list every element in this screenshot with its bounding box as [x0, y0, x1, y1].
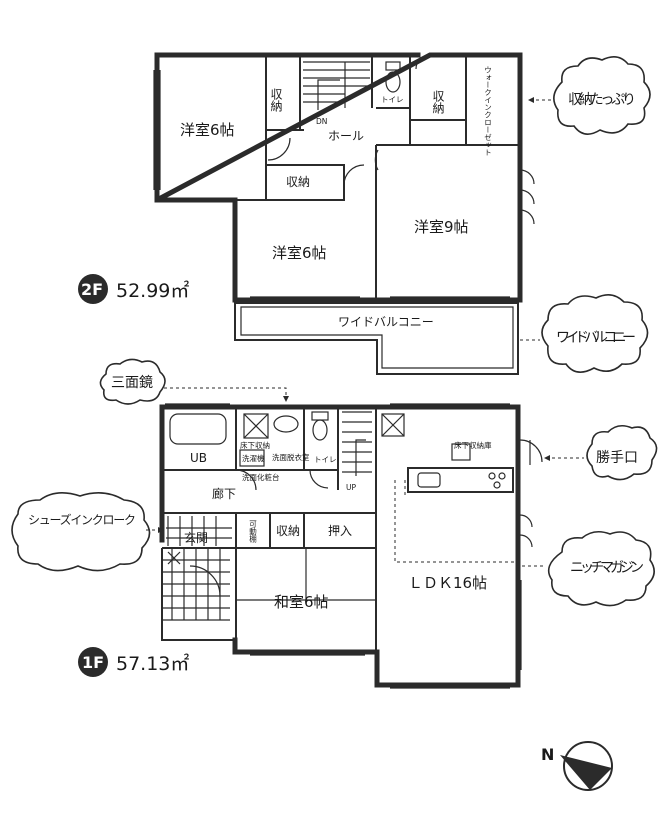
compass: N [541, 741, 613, 791]
washer-label: 洗濯機 [242, 453, 265, 463]
callout-three-mirror: 三面鏡 [99, 358, 289, 405]
svg-text:ニッチマガジン: ニッチマガジン [570, 560, 644, 576]
balcony-label: ワイドバルコニー [338, 315, 434, 329]
room-western-left-2f: 洋室6帖 [180, 121, 235, 139]
ub-label: UB [190, 451, 207, 465]
floor-2-plan [153, 52, 535, 375]
underfloor-storage-label-1: 床下収納庫 [454, 440, 492, 450]
sink-label: 洗面化粧台 [242, 472, 280, 482]
compass-needle-icon [560, 755, 612, 790]
floor-badge-2f: 2F [81, 280, 103, 299]
toilet-label-2f: トイレ [381, 95, 404, 104]
hall-label: ホール [328, 129, 364, 143]
walkin-closet-label: ウォークインクローゼット [483, 66, 492, 156]
floor-badge-2f-bg [78, 274, 108, 304]
corridor-label: 廊下 [212, 486, 236, 501]
room-western-right-2f: 洋室9帖 [414, 218, 469, 236]
up-label: UP [346, 483, 356, 492]
callout-wide-balcony: ワイドバルコニー [520, 294, 649, 373]
entrance-label: 玄関 [184, 530, 208, 545]
floor-1-plan [159, 403, 543, 689]
callout-back-door: 勝手口 [544, 424, 658, 481]
closet-label: 押入 [328, 524, 352, 538]
callout-shoes-in-cloak: シューズインクローク [11, 492, 164, 572]
movable-shelf-label: 可動棚 [248, 520, 257, 544]
storage-label-2f-a: 収納 [269, 88, 283, 112]
storage-label-2f-c: 収納 [431, 90, 445, 114]
storage-label-1f: 収納 [276, 524, 300, 538]
svg-text:収納たっぷり: 収納たっぷり [568, 92, 636, 108]
room-washitsu: 和室6帖 [274, 593, 329, 611]
floor-area-2f: 52.99㎡ [116, 279, 189, 302]
room-ldk: ＬＤＫ16帖 [408, 574, 487, 592]
svg-text:三面鏡: 三面鏡 [111, 375, 153, 391]
toilet-label-1f: トイレ [314, 455, 337, 464]
callout-storage-plenty: 収納たっぷり [528, 56, 651, 135]
room-western-mid-2f: 洋室6帖 [272, 244, 327, 262]
svg-text:勝手口: 勝手口 [596, 450, 638, 466]
floor-badge-1f-bg [78, 647, 108, 677]
underfloor-storage-label-2: 床下収納 [240, 440, 270, 450]
washroom-label: 洗面脱衣室 [272, 452, 310, 462]
dn-label: DN [316, 117, 327, 126]
svg-text:ワイドバルコニー: ワイドバルコニー [556, 330, 636, 346]
storage-label-2f-b: 収納 [286, 175, 310, 189]
floor-area-1f: 57.13㎡ [116, 652, 189, 675]
callout-niche-magazine: ニッチマガジン [522, 530, 655, 607]
svg-text:シューズインクローク: シューズインクローク [28, 512, 136, 527]
north-label: N [541, 745, 554, 764]
floor-badge-1f: 1F [82, 653, 104, 672]
